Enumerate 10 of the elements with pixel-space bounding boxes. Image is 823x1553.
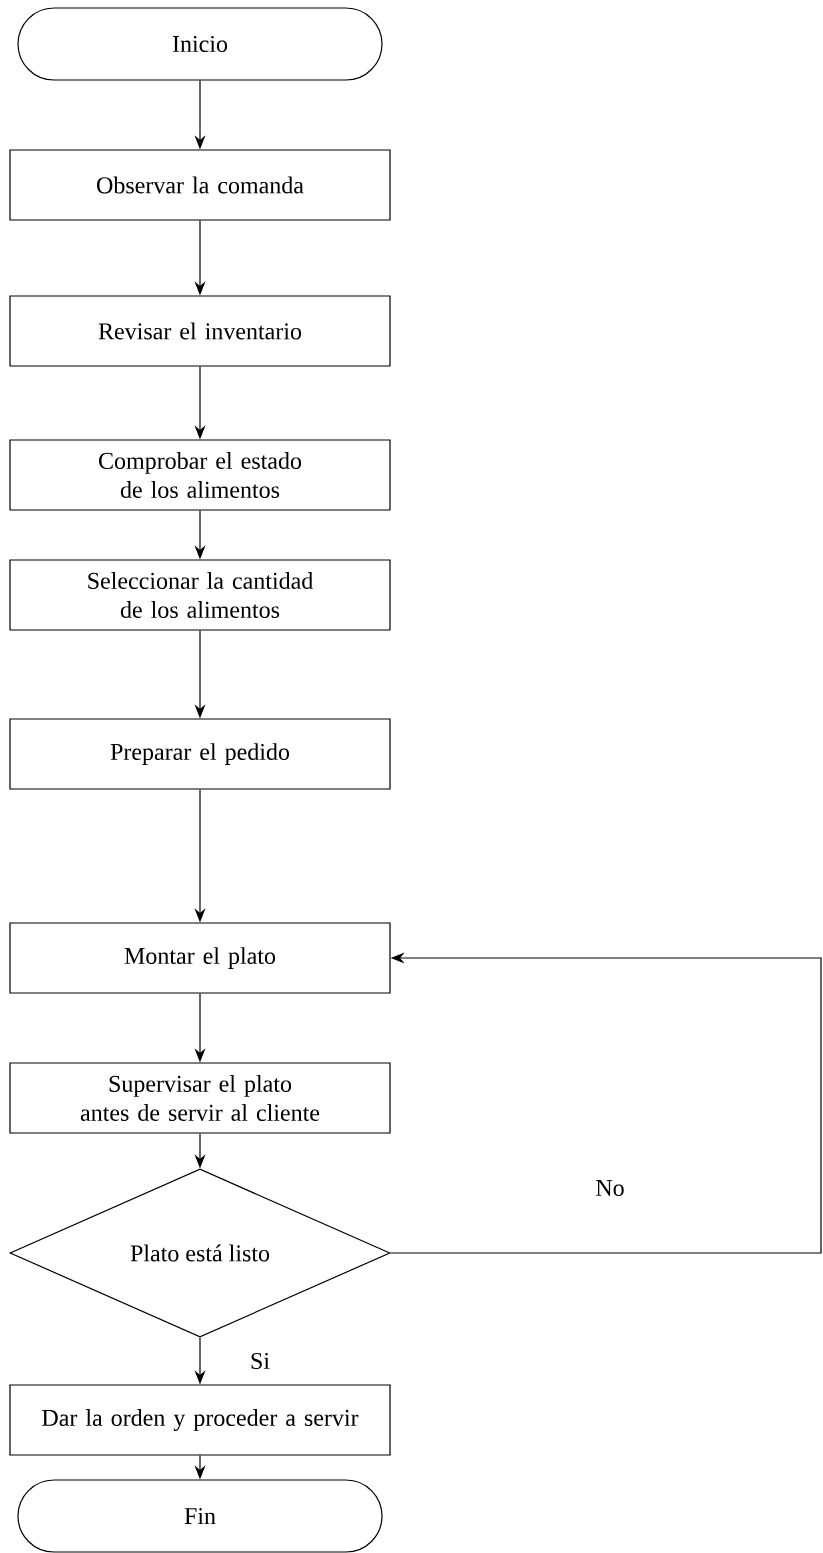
process-box: Preparar el pedido — [9, 718, 391, 790]
process-box: Montar el plato — [9, 922, 391, 994]
process-box: Comprobar el estado de los alimentos — [9, 439, 391, 511]
process-box: Dar la orden y proceder a servir — [9, 1384, 391, 1456]
process-box: Observar la comanda — [9, 149, 391, 221]
process-box: Seleccionar la cantidad de los alimentos — [9, 559, 391, 631]
process-box: Supervisar el plato antes de servir al cliente — [9, 1062, 391, 1134]
edge-label: No — [593, 1178, 627, 1198]
edge-label: Si — [248, 1350, 272, 1372]
process-box: Revisar el inventario — [9, 295, 391, 367]
